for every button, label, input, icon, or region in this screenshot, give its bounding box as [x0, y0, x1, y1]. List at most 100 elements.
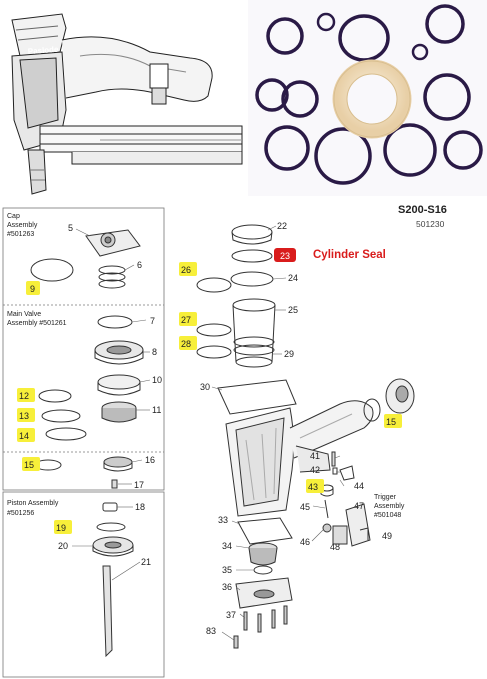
highlight-12 — [17, 388, 35, 402]
label-23: 23 — [280, 251, 290, 261]
driver-blade-21 — [102, 565, 113, 658]
label-45: 45 — [300, 502, 310, 512]
label-33: 33 — [218, 515, 228, 525]
part-42 — [332, 467, 338, 475]
label-44: 44 — [354, 481, 364, 491]
brand-label: Paslode — [28, 45, 60, 56]
label-34: 34 — [222, 541, 232, 551]
label-10: 10 — [152, 375, 162, 385]
callout-highlights — [17, 262, 402, 534]
part-labels: 5 6 7 8 9 10 11 12 13 14 15 16 17 18 19 … — [19, 221, 396, 636]
label-14: 14 — [19, 431, 29, 441]
spring-part — [98, 265, 126, 289]
label-18: 18 — [135, 502, 145, 512]
o-ring-kit-photo — [248, 0, 487, 196]
cylinder-seal-23 — [231, 249, 273, 263]
label-24: 24 — [288, 273, 298, 283]
part-46 — [322, 523, 332, 533]
o-ring-28 — [196, 345, 232, 359]
label-12: 12 — [19, 391, 29, 401]
highlight-27 — [179, 312, 197, 326]
left-panel-parts — [30, 229, 144, 658]
highlight-28 — [179, 336, 197, 350]
cap-assembly-number: #501263 — [7, 231, 34, 238]
label-29: 29 — [284, 349, 294, 359]
o-ring-27 — [196, 323, 232, 337]
part-83 — [233, 635, 239, 649]
label-42: 42 — [310, 465, 320, 475]
label-13: 13 — [19, 411, 29, 421]
kit-number: 501230 — [416, 219, 445, 229]
end-cap — [385, 378, 415, 414]
o-ring-19 — [96, 522, 126, 532]
label-8: 8 — [152, 347, 157, 357]
highlight-26 — [179, 262, 197, 276]
label-48: 48 — [330, 542, 340, 552]
model-number: S200-S16 — [398, 204, 447, 216]
ring-7 — [97, 315, 133, 329]
screws-37 — [243, 605, 288, 633]
label-47: 47 — [354, 501, 364, 511]
label-37: 37 — [226, 610, 236, 620]
cylinder-25 — [232, 298, 276, 368]
valve-part-11 — [101, 401, 137, 423]
part-18 — [102, 502, 118, 512]
trigger-assembly-subtitle: Assembly — [374, 503, 405, 510]
nailer-housing — [225, 400, 374, 517]
gasket-30 — [217, 379, 297, 415]
ring-24 — [230, 271, 274, 287]
label-35: 35 — [222, 565, 232, 575]
highlight-14 — [17, 428, 35, 442]
highlight-13 — [17, 408, 35, 422]
highlight-15-right — [384, 414, 402, 428]
cap-assembly-title: Cap — [7, 213, 20, 220]
o-ring-13 — [41, 409, 81, 423]
label-41: 41 — [310, 451, 320, 461]
label-19: 19 — [56, 523, 66, 533]
label-26: 26 — [181, 265, 191, 275]
part-17 — [111, 479, 118, 489]
trigger-assembly — [332, 503, 371, 547]
part-45 — [324, 499, 329, 519]
o-ring-9 — [30, 258, 74, 282]
label-11: 11 — [152, 405, 161, 415]
label-5: 5 — [68, 223, 73, 233]
piston-part-20 — [92, 536, 134, 557]
label-46: 46 — [300, 537, 310, 547]
piston-assembly-number: #501256 — [7, 510, 34, 517]
label-43: 43 — [308, 482, 318, 492]
label-27: 27 — [181, 315, 191, 325]
part-35 — [253, 565, 273, 575]
label-7: 7 — [150, 316, 155, 326]
label-16: 16 — [145, 455, 155, 465]
highlight-23 — [274, 248, 296, 262]
highlight-15-left — [22, 457, 40, 471]
label-15-right: 15 — [386, 417, 396, 427]
main-valve-subtitle: Assembly #501261 — [7, 320, 67, 327]
cap-part — [85, 229, 141, 257]
part-16 — [103, 456, 133, 472]
label-49: 49 — [382, 531, 392, 541]
leader-lines — [72, 225, 345, 641]
highlight-19 — [54, 520, 72, 534]
label-22: 22 — [277, 221, 287, 231]
part-34 — [248, 542, 278, 566]
cap-assembly-subtitle: Assembly — [7, 222, 38, 229]
gasket-33 — [237, 517, 293, 545]
label-25: 25 — [288, 305, 298, 315]
o-ring-12 — [38, 389, 72, 403]
piston-assembly-title: Piston Assembly — [7, 500, 59, 507]
o-ring-15-right — [363, 398, 381, 422]
panel-borders — [2, 207, 165, 678]
main-valve-title: Main Valve — [7, 311, 41, 318]
valve-part-8 — [94, 340, 144, 365]
highlight-9 — [26, 281, 40, 295]
label-30: 30 — [200, 382, 210, 392]
label-21: 21 — [141, 557, 151, 567]
cylinder-seal-label: Cylinder Seal — [313, 249, 386, 261]
label-6: 6 — [137, 260, 142, 270]
highlight-43 — [306, 479, 324, 493]
part-44 — [339, 465, 355, 481]
label-28: 28 — [181, 339, 191, 349]
